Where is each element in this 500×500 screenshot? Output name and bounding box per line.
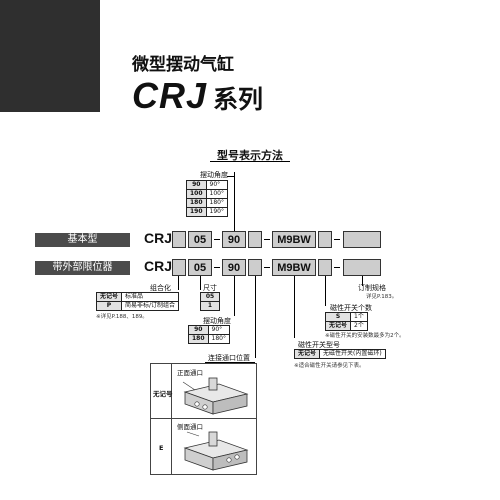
dash bbox=[334, 239, 340, 240]
rotation-angle-label-bottom: 摆动角度 bbox=[203, 317, 231, 325]
series-label: 系列 bbox=[213, 85, 264, 114]
connector-line bbox=[294, 276, 295, 338]
switch-model-table: 无记号无磁性开关(内置磁环) bbox=[293, 349, 386, 359]
front-port-actuator-illustration bbox=[182, 377, 249, 415]
page-subtitle: 微型摆动气缸 bbox=[132, 55, 234, 75]
code-box-angle: 90 bbox=[222, 259, 246, 276]
code-box-blank bbox=[172, 259, 186, 276]
port-location-label: 连接通口位置 bbox=[208, 354, 250, 362]
dash bbox=[214, 267, 220, 268]
type-label-stopper: 带外部限位器 bbox=[35, 261, 130, 275]
connector-line bbox=[325, 276, 326, 306]
port-table: 无记号 正面通口 E 侧面通口 bbox=[150, 363, 257, 475]
section-title: 型号表示方法 bbox=[217, 149, 283, 162]
rotation-angle-label-top: 摆动角度 bbox=[200, 171, 228, 179]
connector-line bbox=[255, 276, 256, 358]
size-label: 尺寸 bbox=[203, 284, 217, 292]
header-dark-bar bbox=[0, 0, 100, 112]
switch-qty-note: ※磁性开关的安装数最多为2个。 bbox=[325, 333, 405, 339]
code-box-qty bbox=[318, 259, 332, 276]
connector-line bbox=[227, 176, 235, 177]
dash bbox=[214, 239, 220, 240]
code-box-port bbox=[248, 231, 262, 248]
connector-line bbox=[362, 276, 363, 286]
switch-qty-label: 磁性开关个数 bbox=[330, 304, 372, 312]
side-port-actuator-illustration bbox=[183, 431, 249, 471]
section-underline bbox=[210, 161, 290, 162]
port-key-front: 无记号 bbox=[153, 390, 173, 398]
col-divider bbox=[171, 364, 172, 474]
connector-line bbox=[234, 172, 235, 232]
series-code: CRJ bbox=[132, 75, 208, 116]
dash bbox=[264, 267, 270, 268]
made-to-order-label: 订制规格 bbox=[358, 284, 386, 292]
port-desc-side: 侧面通口 bbox=[177, 423, 203, 431]
switch-model-label: 磁性开关型号 bbox=[298, 341, 340, 349]
code-box-switch: M9BW bbox=[272, 231, 316, 248]
connector-line bbox=[200, 276, 201, 290]
assembly-note: ※详见P.188、189。 bbox=[96, 314, 148, 320]
code-box-angle: 90 bbox=[222, 231, 246, 248]
assembly-label: 组合化 bbox=[150, 284, 171, 292]
dash bbox=[334, 267, 340, 268]
connector-line bbox=[205, 362, 255, 363]
code-box-port bbox=[248, 259, 262, 276]
connector-line bbox=[178, 276, 179, 290]
port-key-side: E bbox=[159, 444, 164, 452]
table-row: 1 bbox=[200, 301, 220, 311]
row-divider bbox=[151, 418, 256, 419]
port-desc-front: 正面通口 bbox=[177, 369, 203, 377]
code-box-option bbox=[343, 259, 381, 276]
code-box-size: 05 bbox=[188, 259, 212, 276]
code-box-qty bbox=[318, 231, 332, 248]
switch-model-note: ※适合磁性开关请参见下表。 bbox=[294, 363, 365, 369]
code-box-size: 05 bbox=[188, 231, 212, 248]
code-box-switch: M9BW bbox=[272, 259, 316, 276]
size-table: 05 1 bbox=[200, 292, 220, 311]
table-row: 05 bbox=[200, 292, 220, 302]
code-box-blank bbox=[172, 231, 186, 248]
connector-line bbox=[234, 276, 235, 316]
code-box-option bbox=[343, 231, 381, 248]
type-label-basic: 基本型 bbox=[35, 233, 130, 247]
table-row: 无记号无磁性开关(内置磁环) bbox=[293, 349, 386, 359]
made-to-order-note: 详见P.183。 bbox=[366, 294, 398, 300]
dash bbox=[264, 239, 270, 240]
table-row: 无记号标准品 bbox=[95, 292, 180, 302]
